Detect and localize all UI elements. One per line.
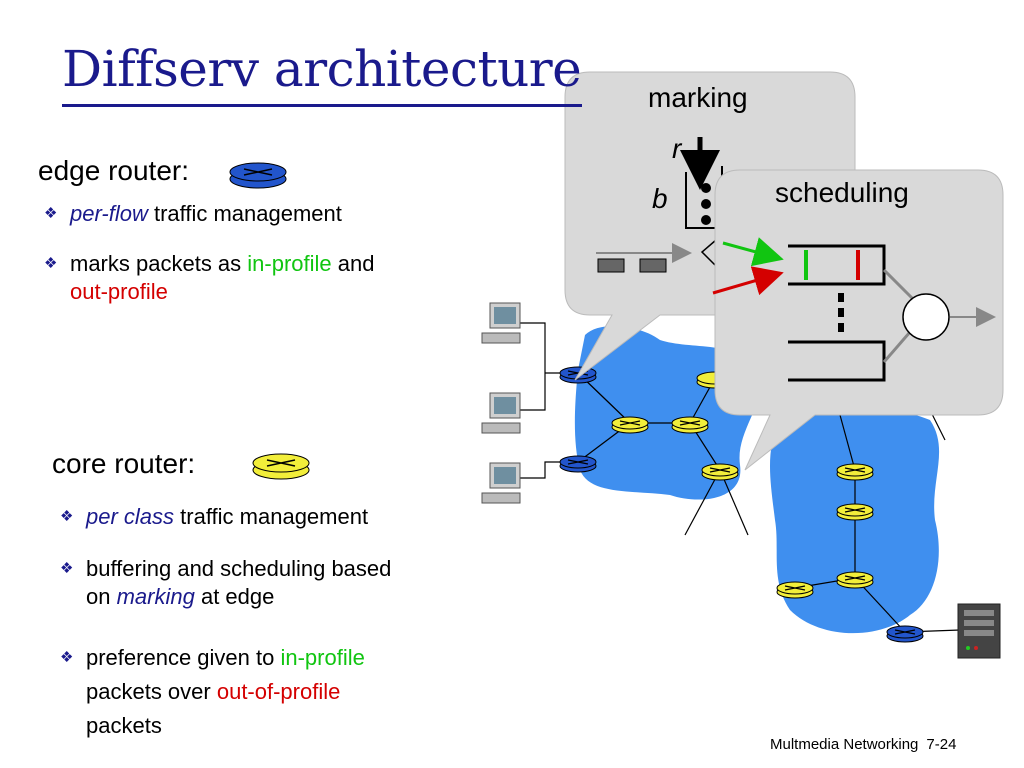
bullet-icon: ❖ — [60, 649, 74, 666]
slide-footer: Multmedia Networking 7-24 — [770, 736, 964, 753]
bucket-size-label: b — [652, 183, 668, 214]
priority-queue — [788, 244, 886, 286]
footer-course: Multmedia Networking — [770, 736, 919, 753]
bullet-icon: ❖ — [44, 205, 58, 222]
edge-router-icon — [886, 625, 924, 643]
bullet-icon: ❖ — [44, 255, 58, 272]
scheduler-icon — [882, 268, 996, 363]
core-router-icon — [836, 503, 874, 521]
rate-label: r — [672, 133, 683, 164]
host-computer — [481, 392, 521, 434]
core-router-icon — [701, 463, 739, 481]
core-router-icon — [611, 416, 649, 434]
edge-bullet-per-flow: ❖ per-flow traffic management — [44, 201, 342, 226]
packet-stream-icon — [596, 239, 717, 273]
queue-ellipsis — [838, 293, 844, 332]
host-computer — [481, 302, 521, 344]
core-router-icon — [776, 581, 814, 599]
bullet-icon: ❖ — [60, 560, 74, 577]
in-profile-arrow — [722, 237, 784, 267]
core-bullet-preference: ❖ preference given to in-profile packets… — [60, 641, 506, 743]
server-icon — [957, 603, 1001, 659]
slide-title: Diffserv architecture — [62, 40, 582, 98]
core-bullet-buffering: ❖ buffering and scheduling based on mark… — [60, 556, 392, 609]
title-underline — [62, 104, 582, 107]
core-router-heading: core router: — [52, 448, 196, 479]
edge-router-heading: edge router: — [38, 155, 189, 186]
scheduling-label: scheduling — [775, 177, 909, 208]
core-router-icon — [252, 453, 310, 480]
footer-page-number: 7-24 — [926, 736, 957, 753]
scheduling-callout — [714, 169, 1004, 471]
bullet-icon: ❖ — [60, 508, 74, 525]
core-router-icon — [836, 571, 874, 589]
core-router-icon — [836, 463, 874, 481]
core-bullet-per-class: ❖ per class traffic management — [60, 504, 369, 529]
edge-router-icon — [229, 162, 287, 189]
token-bucket-icon — [680, 137, 723, 229]
edge-router-icon — [559, 455, 597, 473]
marking-label: marking — [648, 82, 748, 113]
core-router-icon — [671, 416, 709, 434]
host-computer — [481, 462, 521, 504]
edge-bullet-marks-packets: ❖ marks packets as in-profile and out-pr… — [44, 251, 375, 304]
out-profile-arrow — [712, 266, 784, 296]
